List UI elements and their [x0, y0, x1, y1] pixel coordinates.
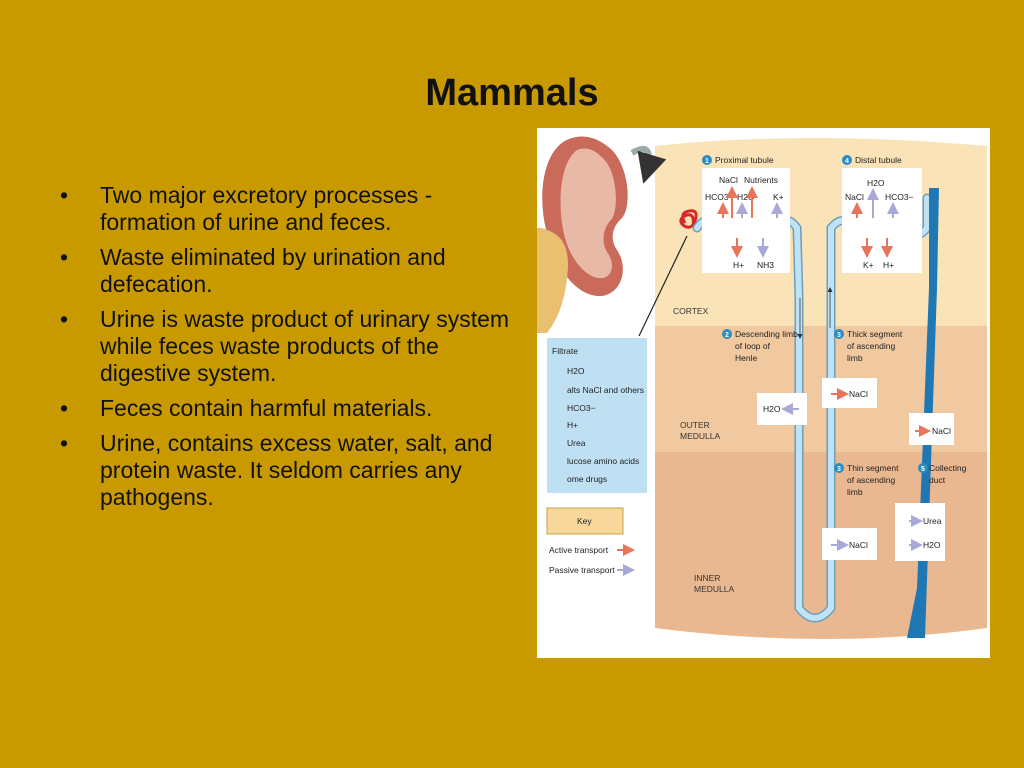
filtrate-item: Urea	[567, 438, 586, 448]
bullet-item: Feces contain harmful materials.	[60, 395, 510, 422]
kidney-icon	[537, 136, 628, 333]
collecting-nacl: NaCl	[932, 426, 951, 436]
filtrate-pointer	[638, 235, 688, 337]
proximal-nutrients: Nutrients	[744, 175, 778, 185]
filtrate-item: H+	[567, 420, 578, 430]
step-number: 5	[921, 466, 925, 473]
distal-hco3: HCO3−	[885, 192, 914, 202]
distal-k: K+	[863, 260, 874, 270]
bullet-item: Waste eliminated by urination and defeca…	[60, 244, 510, 298]
step-number: 3	[837, 332, 841, 339]
step-number: 3	[837, 466, 841, 473]
key-passive-label: Passive transport	[549, 565, 615, 575]
label-distal-tubule: Distal tubule	[855, 155, 902, 165]
proximal-k: K+	[773, 192, 784, 202]
label-collecting-2: duct	[929, 475, 946, 485]
key-active-label: Active transport	[549, 545, 609, 555]
proximal-nh3: NH3	[757, 260, 774, 270]
zone-label-inner: INNER	[694, 573, 720, 583]
label-thick: Thick segment	[847, 329, 903, 339]
inner-medulla-zone	[655, 452, 987, 639]
step-number: 1	[705, 158, 709, 165]
zone-label-outer-2: MEDULLA	[680, 431, 720, 441]
proximal-hco3: HCO3−	[705, 192, 734, 202]
key-box	[546, 507, 624, 535]
zoom-arrow	[630, 145, 667, 184]
distal-h2o: H2O	[867, 178, 885, 188]
proximal-box	[702, 168, 790, 273]
glomerulus	[679, 209, 698, 229]
label-descending-2: of loop of	[735, 341, 771, 351]
proximal-nacl: NaCl	[719, 175, 738, 185]
filtrate-item: ome drugs	[567, 474, 607, 484]
label-thick-2: of ascending	[847, 341, 895, 351]
label-thin: Thin segment	[847, 463, 899, 473]
collecting-h2o: H2O	[923, 540, 941, 550]
proximal-h2o: H2O	[737, 192, 755, 202]
thin-nacl: NaCl	[849, 540, 868, 550]
label-descending-3: Henle	[735, 353, 757, 363]
bullet-item: Urine, contains excess water, salt, and …	[60, 430, 510, 511]
zone-label-outer: OUTER	[680, 420, 710, 430]
thick-nacl: NaCl	[849, 389, 868, 399]
key-title: Key	[577, 516, 592, 526]
step-number: 4	[845, 158, 849, 165]
label-thin-2: of ascending	[847, 475, 895, 485]
label-thin-3: limb	[847, 487, 863, 497]
bullet-item: Urine is waste product of urinary system…	[60, 306, 510, 387]
label-proximal-tubule: Proximal tubule	[715, 155, 774, 165]
bullet-item: Two major excretory processes - formatio…	[60, 182, 510, 236]
collecting-duct	[907, 188, 939, 638]
step-number: 2	[725, 332, 729, 339]
distal-h: H+	[883, 260, 894, 270]
zone-label-inner-2: MEDULLA	[694, 584, 734, 594]
filtrate-item: alts NaCl and others	[567, 385, 644, 395]
proximal-h: H+	[733, 260, 744, 270]
zone-label-cortex: CORTEX	[673, 306, 709, 316]
label-collecting: Collecting	[929, 463, 967, 473]
distal-nacl: NaCl	[845, 192, 864, 202]
bullet-list: Two major excretory processes - formatio…	[60, 182, 510, 519]
nephron-svg: CORTEX OUTER MEDULLA INNER MEDULLA 1 Pro…	[537, 136, 987, 639]
slide-title: Mammals	[425, 72, 599, 114]
label-thick-3: limb	[847, 353, 863, 363]
descending-h2o: H2O	[763, 404, 781, 414]
filtrate-item: lucose amino acids	[567, 456, 639, 466]
filtrate-box	[547, 338, 647, 493]
label-descending: Descending limb	[735, 329, 798, 339]
nephron-diagram: CORTEX OUTER MEDULLA INNER MEDULLA 1 Pro…	[537, 128, 990, 658]
filtrate-item: HCO3−	[567, 403, 596, 413]
collecting-urea: Urea	[923, 516, 942, 526]
filtrate-title: Filtrate	[552, 346, 578, 356]
filtrate-item: H2O	[567, 366, 585, 376]
